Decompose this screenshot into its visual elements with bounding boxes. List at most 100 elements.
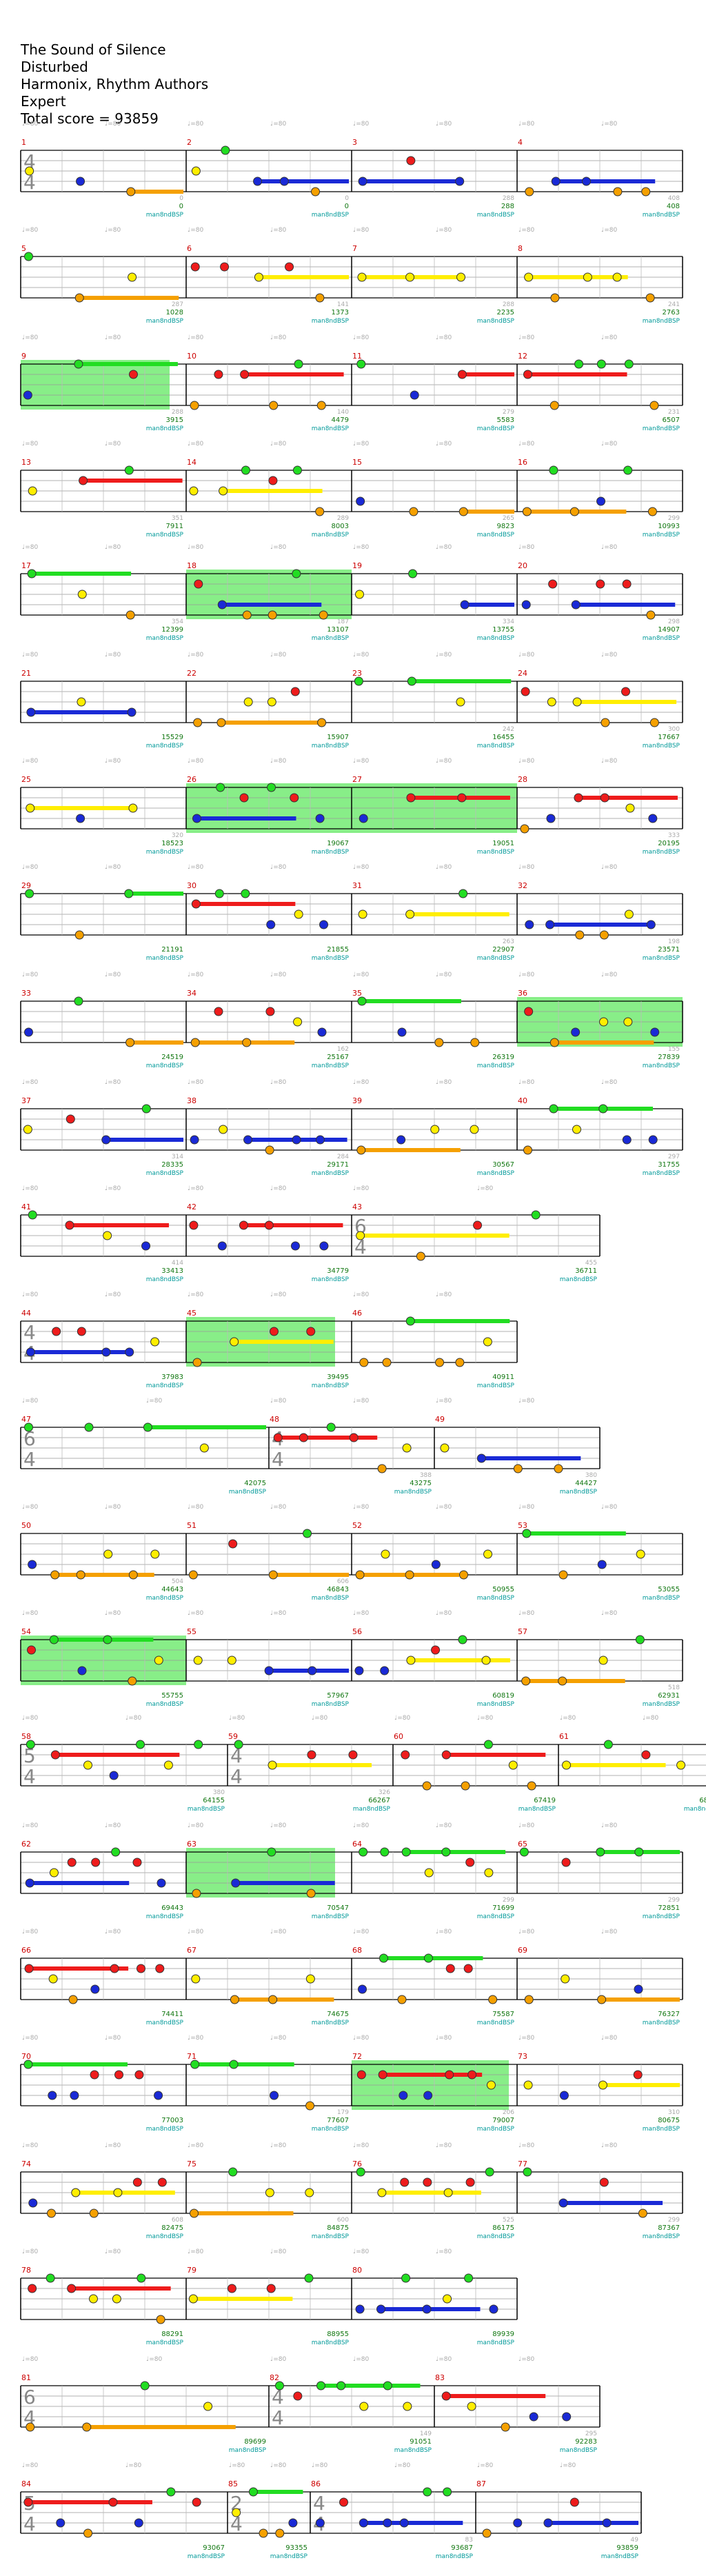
measure-score: 62931 [658,1692,680,1700]
sustain-tail [221,721,321,725]
measure-number: 55 [187,1627,196,1636]
note-gem [549,1104,558,1114]
note-gem [132,2177,142,2187]
note-gem [403,2402,412,2411]
measure-score: 14907 [658,626,680,634]
note-gem [583,272,592,282]
note-gem [124,889,134,898]
note-gem [128,272,137,282]
note-gem [359,2402,369,2411]
measure-count: 299 [668,1897,680,1904]
note-gem [596,496,606,506]
section-marker: man8ndBSP [643,2020,680,2026]
tempo-marker: ♩=80 [22,2356,39,2363]
measure-number: 30 [187,881,196,890]
note-gem [166,2487,176,2497]
tempo-marker: ♩=80 [270,2462,287,2469]
sustain-tail [196,816,296,821]
tempo-marker: ♩=80 [436,758,452,765]
note-gem [598,2080,607,2090]
note-gem [356,2070,366,2080]
section-marker: man8ndBSP [643,1170,680,1177]
time-signature-denominator: 4 [23,1765,36,1788]
note-gem [128,1676,137,1686]
measure-number: 13 [21,458,31,467]
note-gem [157,1878,166,1888]
note-gem [527,1781,536,1791]
measure-number: 38 [187,1096,196,1105]
chart-row: 78♩=80♩=8088291man8ndBSP79♩=80♩=8088955m… [20,2248,518,2346]
note-gem [457,793,467,803]
note-gem [561,1974,570,1984]
section-marker: man8ndBSP [146,2339,184,2346]
measure-number: 18 [187,561,196,570]
sustain-tail [234,1998,334,2002]
note-gem [292,465,302,475]
measure-score: 88955 [327,2331,349,2338]
measure-score: 39495 [327,1373,349,1381]
measure-number: 31 [352,881,362,890]
measure-number: 81 [21,2373,31,2382]
note-gem [288,2518,298,2528]
measure-score: 19051 [492,840,514,847]
measure-score: 2235 [497,309,514,316]
measure-number: 39 [352,1096,362,1105]
note-gem [524,1995,534,2004]
tempo-marker: ♩=80 [105,1610,121,1617]
measure-score: 30567 [492,1161,514,1169]
note-gem [136,1964,145,1973]
note-gem [636,1549,645,1559]
note-gem [602,2518,612,2528]
note-gem [545,920,555,929]
note-gem [23,2060,33,2069]
measure-score: 13755 [492,626,514,634]
section-marker: man8ndBSP [146,2020,184,2026]
measure-count: 141 [337,301,349,308]
tempo-marker: ♩=80 [518,1929,535,1935]
tempo-marker: ♩=80 [436,1504,452,1511]
sustain-tail [465,603,514,607]
chart-row: 17♩=80♩=8035412399man8ndBSP18♩=80♩=80187… [20,544,683,642]
note-gem [405,1316,415,1326]
tempo-marker: ♩=80 [105,1185,121,1192]
measure-number: 8 [518,244,523,253]
note-gem [455,1358,465,1367]
note-gem [242,1038,252,1047]
note-gem [46,2273,55,2283]
measure-score: 40911 [492,1373,514,1381]
sustain-tail [446,2394,546,2398]
note-gem [549,1038,559,1047]
note-gem [523,1145,532,1155]
section-marker: man8ndBSP [146,1382,184,1389]
tempo-marker: ♩=80 [477,2462,494,2469]
note-gem [265,2188,274,2197]
section-marker: man8ndBSP [643,425,680,432]
sustain-tail [463,510,514,514]
tempo-marker: ♩=80 [188,2142,204,2149]
measure-number: 61 [559,1732,569,1741]
note-gem [561,1858,571,1867]
tempo-marker: ♩=80 [22,972,39,978]
measure-number: 22 [187,669,196,678]
note-gem [239,793,249,803]
chart-row: 41♩=80♩=8041433413man8ndBSP42♩=80♩=80347… [20,1185,601,1283]
measure-number: 64 [352,1840,362,1849]
measure-number: 26 [187,775,196,784]
section-marker: man8ndBSP [312,2233,350,2240]
measure-score: 1028 [166,309,183,316]
note-gem [483,1337,492,1347]
note-gem [525,187,534,197]
note-gem [268,1760,277,1770]
measure-number: 46 [352,1309,362,1318]
sustain-tail [577,700,677,704]
note-gem [101,1347,111,1357]
measure-count: 198 [668,938,680,945]
sustain-tail [527,372,627,376]
tempo-marker: ♩=80 [105,334,121,341]
measure-count: 0 [345,195,349,202]
note-gem [401,2273,411,2283]
section-marker: man8ndBSP [560,1489,598,1496]
measure-number: 41 [21,1203,31,1211]
note-gem [90,2070,99,2080]
note-gem [597,1560,607,1569]
